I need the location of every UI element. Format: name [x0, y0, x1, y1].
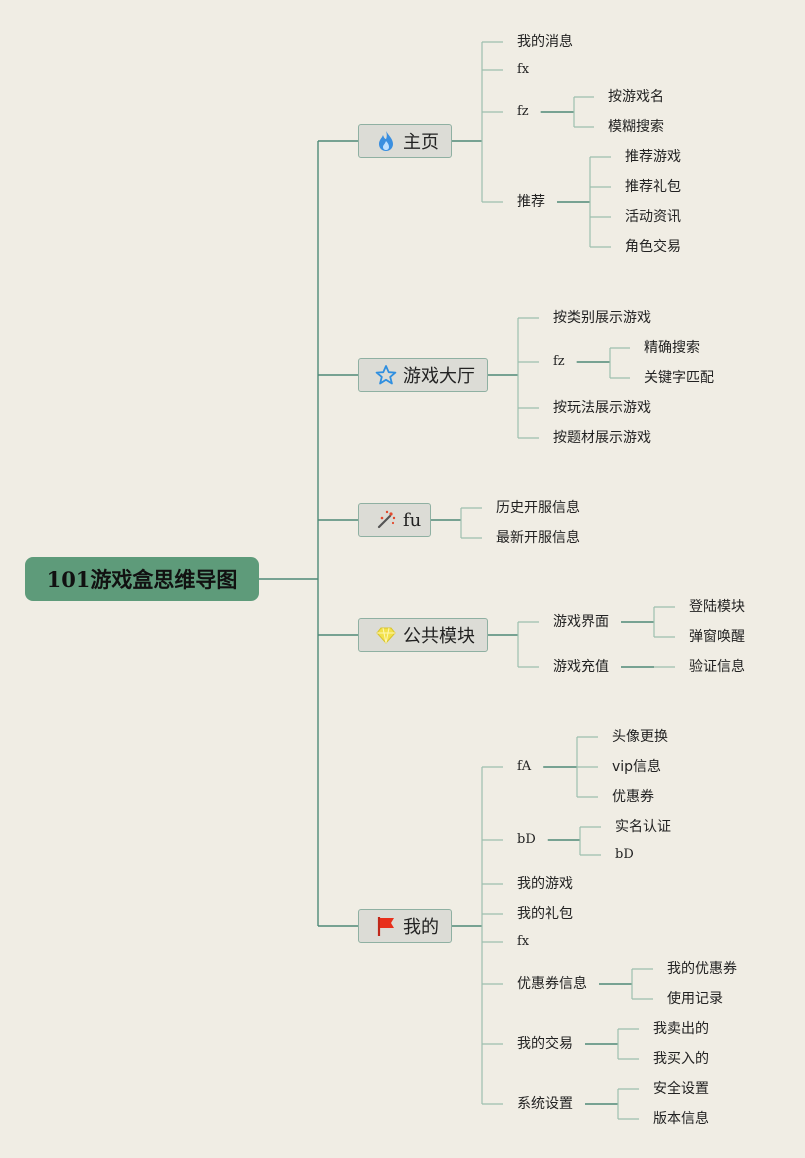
topic-node[interactable]: 优惠券信息 [517, 976, 587, 992]
topic-node[interactable]: 我买入的 [653, 1051, 709, 1067]
topic-node[interactable]: 我的游戏 [517, 876, 573, 892]
topic-node[interactable]: fA [517, 759, 532, 774]
branch-label: 主页 [403, 132, 439, 153]
topic-node[interactable]: 模糊搜索 [608, 119, 664, 135]
branch-node[interactable]: fu [358, 503, 431, 537]
gem-icon [375, 624, 397, 646]
topic-node[interactable]: 我的优惠券 [667, 961, 737, 977]
topic-node[interactable]: 优惠券 [612, 789, 654, 805]
topic-node[interactable]: 系统设置 [517, 1096, 573, 1112]
topic-node[interactable]: 角色交易 [625, 239, 681, 255]
topic-node[interactable]: fx [517, 934, 530, 949]
topic-node[interactable]: bD [517, 832, 536, 847]
topic-node[interactable]: 我的交易 [517, 1036, 573, 1052]
topic-node[interactable]: 关键字匹配 [644, 370, 714, 386]
topic-node[interactable]: 弹窗唤醒 [689, 629, 745, 645]
flag-icon [375, 915, 397, 937]
topic-node[interactable]: 按玩法展示游戏 [553, 400, 651, 416]
topic-node[interactable]: 使用记录 [667, 991, 723, 1007]
topic-node[interactable]: 游戏充值 [553, 659, 609, 675]
branch-label: fu [403, 509, 422, 531]
root-node[interactable]: 101游戏盒思维导图 [25, 557, 259, 601]
topic-node[interactable]: 最新开服信息 [496, 530, 580, 546]
magic-wand-icon [375, 509, 397, 531]
branch-node[interactable]: 游戏大厅 [358, 358, 488, 392]
topic-node[interactable]: 我的礼包 [517, 906, 573, 922]
topic-node[interactable]: vip信息 [612, 759, 662, 775]
topic-node[interactable]: 推荐礼包 [625, 179, 681, 195]
topic-node[interactable]: 活动资讯 [625, 209, 681, 225]
branch-node[interactable]: 公共模块 [358, 618, 488, 652]
topic-node[interactable]: 推荐游戏 [625, 149, 681, 165]
flame-icon [375, 130, 397, 152]
branch-label: 游戏大厅 [403, 366, 475, 387]
topic-node[interactable]: 按类别展示游戏 [553, 310, 651, 326]
topic-node[interactable]: bD [615, 847, 634, 862]
topic-node[interactable]: fx [517, 62, 530, 77]
topic-node[interactable]: 游戏界面 [553, 614, 609, 630]
topic-node[interactable]: 按游戏名 [608, 89, 664, 105]
topic-node[interactable]: 头像更换 [612, 729, 668, 745]
topic-node[interactable]: 我的消息 [517, 34, 573, 50]
topic-node[interactable]: 版本信息 [653, 1111, 709, 1127]
topic-node[interactable]: 按题材展示游戏 [553, 430, 651, 446]
topic-node[interactable]: 推荐 [517, 194, 545, 210]
topic-node[interactable]: 验证信息 [689, 659, 745, 675]
topic-node[interactable]: 实名认证 [615, 819, 671, 835]
topic-node[interactable]: fz [517, 104, 529, 119]
topic-node[interactable]: 我卖出的 [653, 1021, 709, 1037]
topic-node[interactable]: 精确搜索 [644, 340, 700, 356]
topic-node[interactable]: 登陆模块 [689, 599, 745, 615]
branch-label: 公共模块 [403, 626, 475, 647]
branch-label: 我的 [403, 917, 439, 938]
branch-node[interactable]: 主页 [358, 124, 452, 158]
topic-node[interactable]: fz [553, 354, 565, 369]
topic-node[interactable]: 安全设置 [653, 1081, 709, 1097]
branch-node[interactable]: 我的 [358, 909, 452, 943]
star-icon [375, 364, 397, 386]
topic-node[interactable]: 历史开服信息 [496, 500, 580, 516]
